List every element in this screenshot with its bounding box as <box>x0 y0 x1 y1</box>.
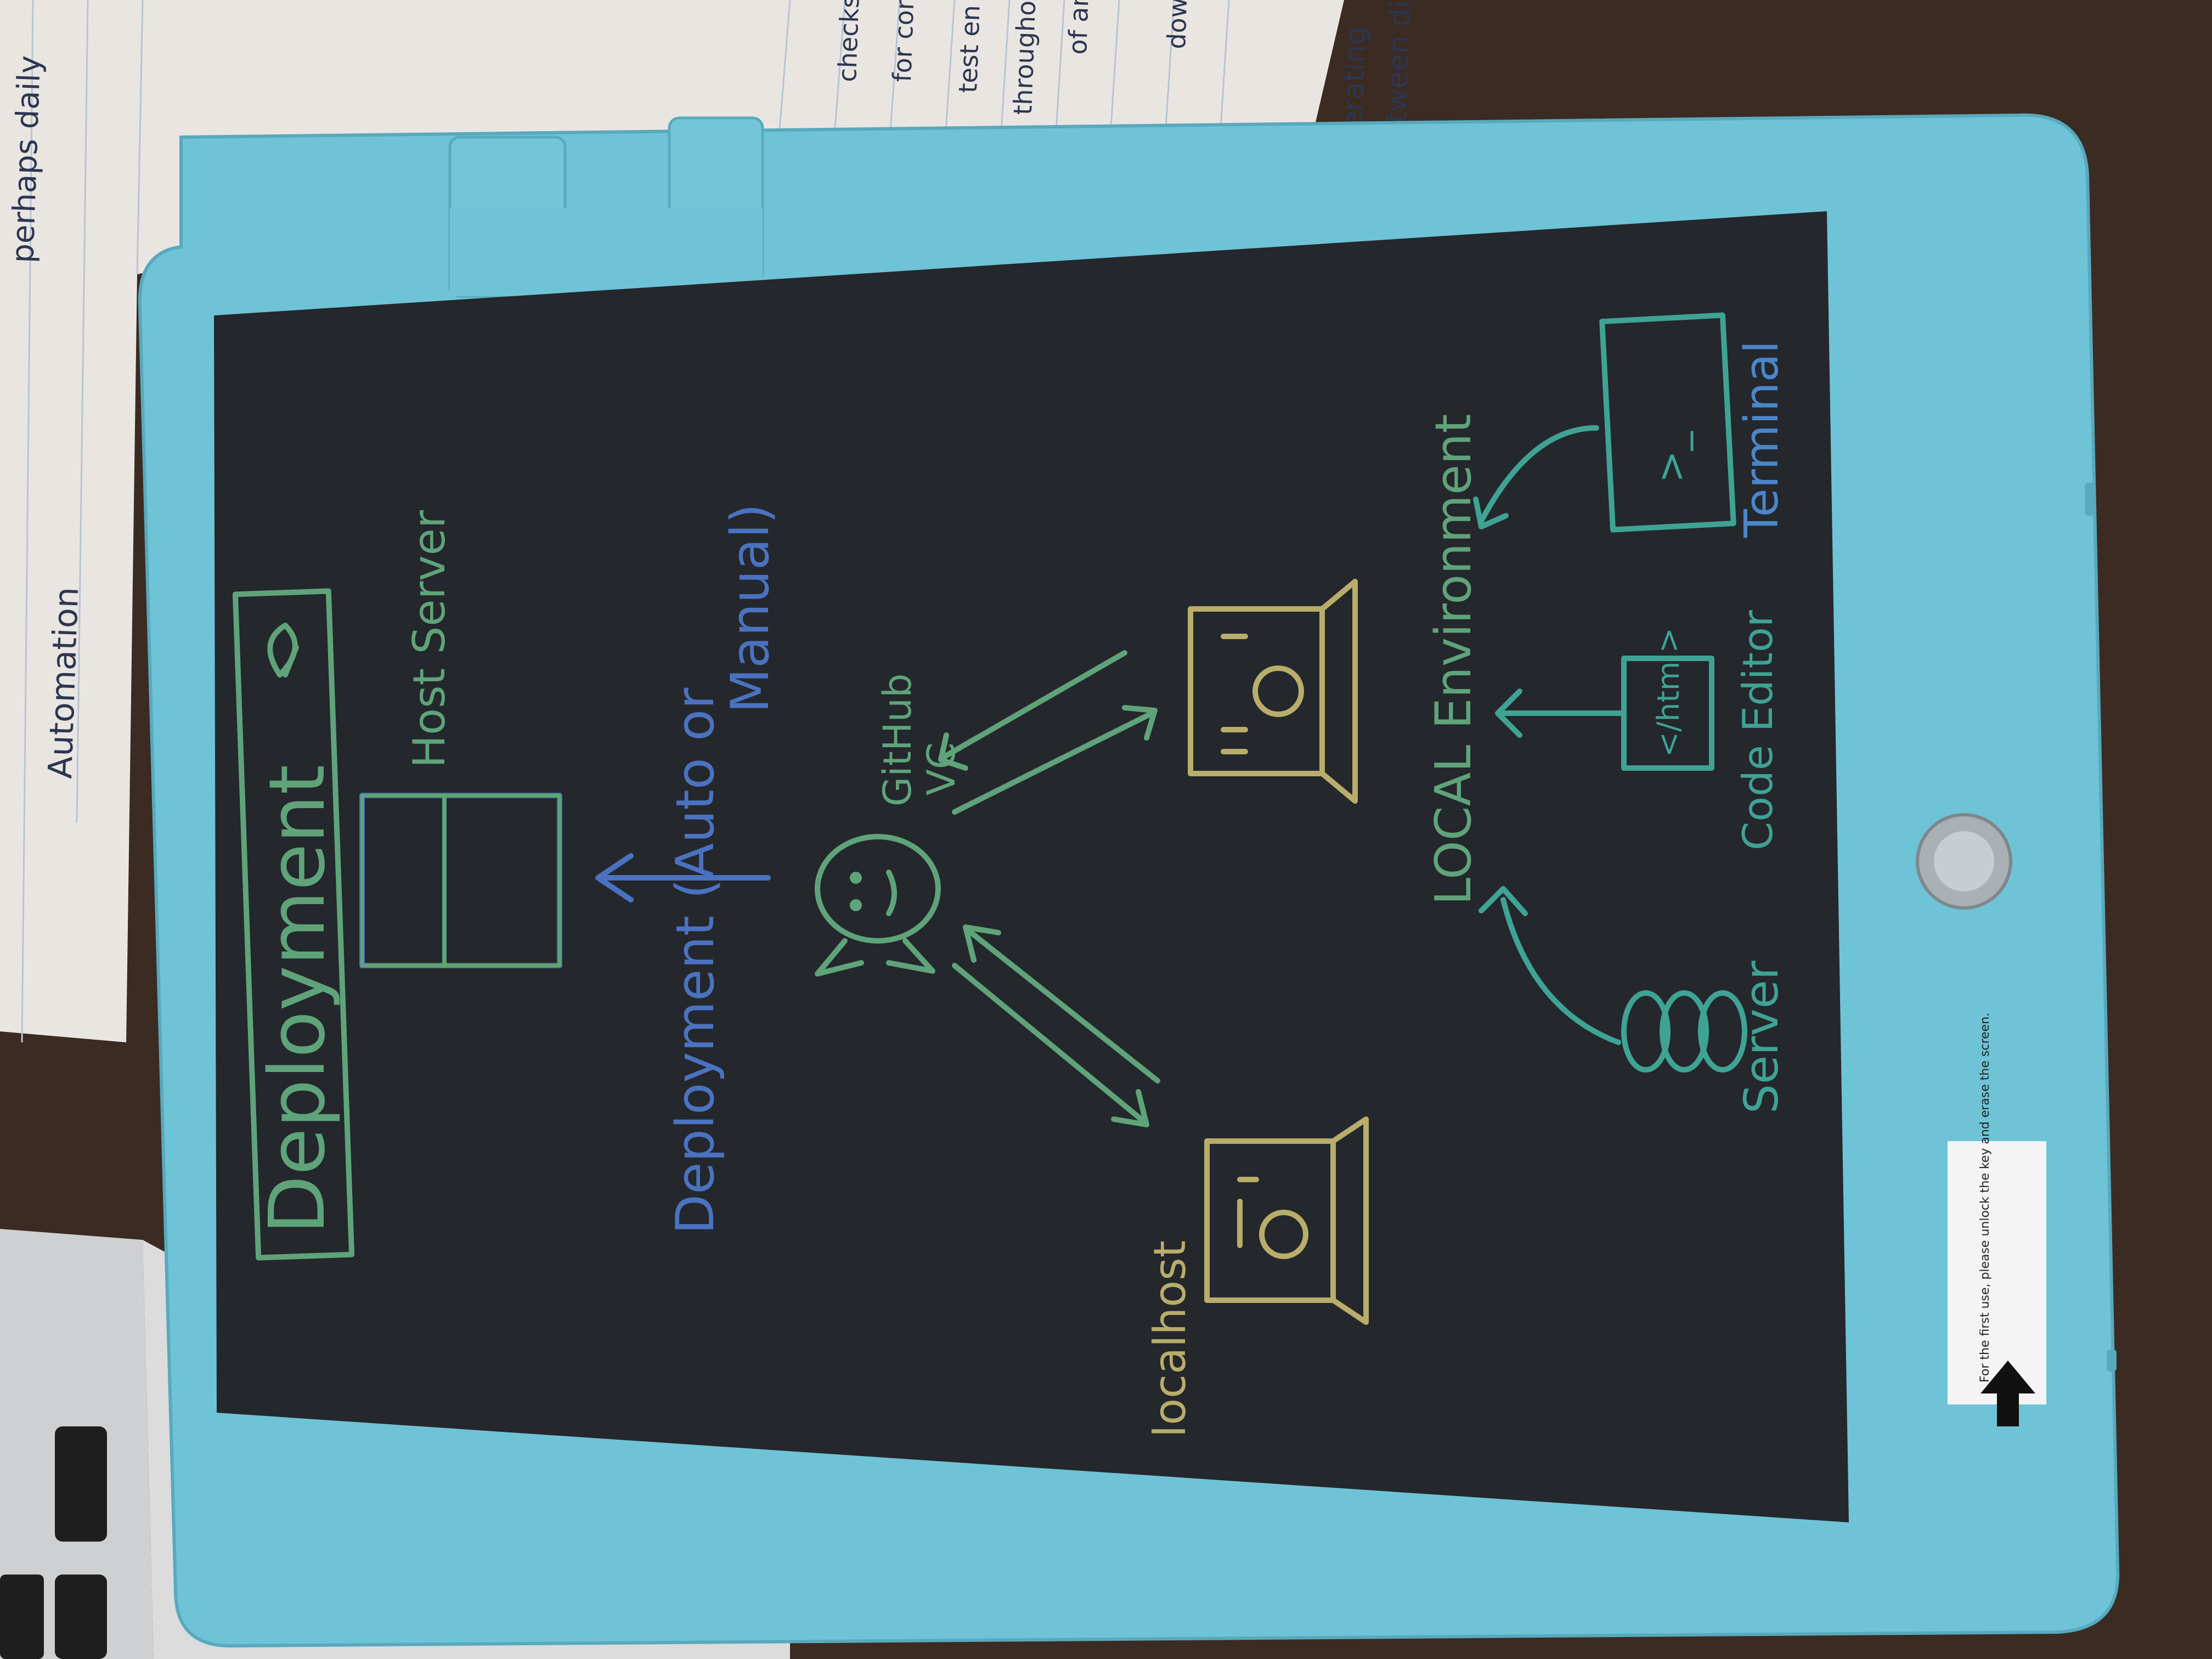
deployment-label: Deployment (Auto or <box>665 687 726 1234</box>
board-title: Deployment <box>253 765 342 1234</box>
server-label: Server <box>1735 961 1789 1114</box>
arrow-server-localenv <box>1479 886 1621 1045</box>
server-database-icon <box>1621 990 1747 1073</box>
instruction-sticker <box>1948 1141 2046 1404</box>
github-cat-icon <box>815 834 941 977</box>
arrow-localhost-github <box>963 924 1160 1084</box>
notebook-line-4: checks <box>832 0 865 82</box>
github-label: GitHub <box>875 673 920 806</box>
laptop-key <box>0 1575 44 1659</box>
side-port <box>2085 483 2095 516</box>
prompt-label: >_ <box>1649 431 1694 483</box>
code-editor-icon <box>1621 656 1714 771</box>
notebook-line-5: for conf <box>887 0 920 82</box>
arrow-github-localhost <box>952 963 1149 1127</box>
arrow-terminal-localenv <box>1473 425 1599 529</box>
notebook-word-automation: Automation <box>41 586 86 780</box>
html-tag-label: </html> <box>1651 628 1686 757</box>
notebook-line-1: perhaps daily <box>5 55 48 264</box>
host-server-label: Host Server <box>404 510 455 768</box>
notebook-line-7: throughout <box>1008 0 1042 115</box>
terminal-icon <box>1599 312 1736 533</box>
arrow-github-localenv <box>952 705 1158 815</box>
title-box <box>232 588 355 1261</box>
arrow-localenv-github <box>938 650 1127 771</box>
side-port <box>2107 1350 2117 1372</box>
localhost-laptop-icon <box>1204 1116 1369 1325</box>
deploy-arrow <box>595 853 771 902</box>
arrow-editor-localenv <box>1495 689 1627 738</box>
sticker-arrow-icon <box>1980 1361 2035 1426</box>
lcd-screen <box>214 211 1849 1522</box>
local-env-laptop-icon <box>1188 579 1358 804</box>
laptop-key <box>55 1575 107 1659</box>
writing-tablet: For the first use, please unlock the key… <box>138 113 2120 1648</box>
local-env-label: LOCAL Environment <box>1425 414 1482 905</box>
deployment-label-2: Manual) <box>720 504 781 713</box>
laptop-key <box>55 1426 107 1542</box>
sticker-text: For the first use, please unlock the key… <box>1978 1013 1992 1383</box>
screen-drawing: Deployment Host Server Deployment (Auto … <box>232 312 1789 1437</box>
notebook-line-6: test en <box>953 4 986 93</box>
localhost-label: localhost <box>1144 1240 1195 1437</box>
notebook-line-8: of an <box>1063 0 1094 55</box>
terminal-label: Terminal <box>1735 341 1789 538</box>
leaf-icon <box>267 623 299 678</box>
notebook-line-9: down <box>1161 0 1193 49</box>
code-editor-label: Code Editor <box>1734 610 1782 850</box>
